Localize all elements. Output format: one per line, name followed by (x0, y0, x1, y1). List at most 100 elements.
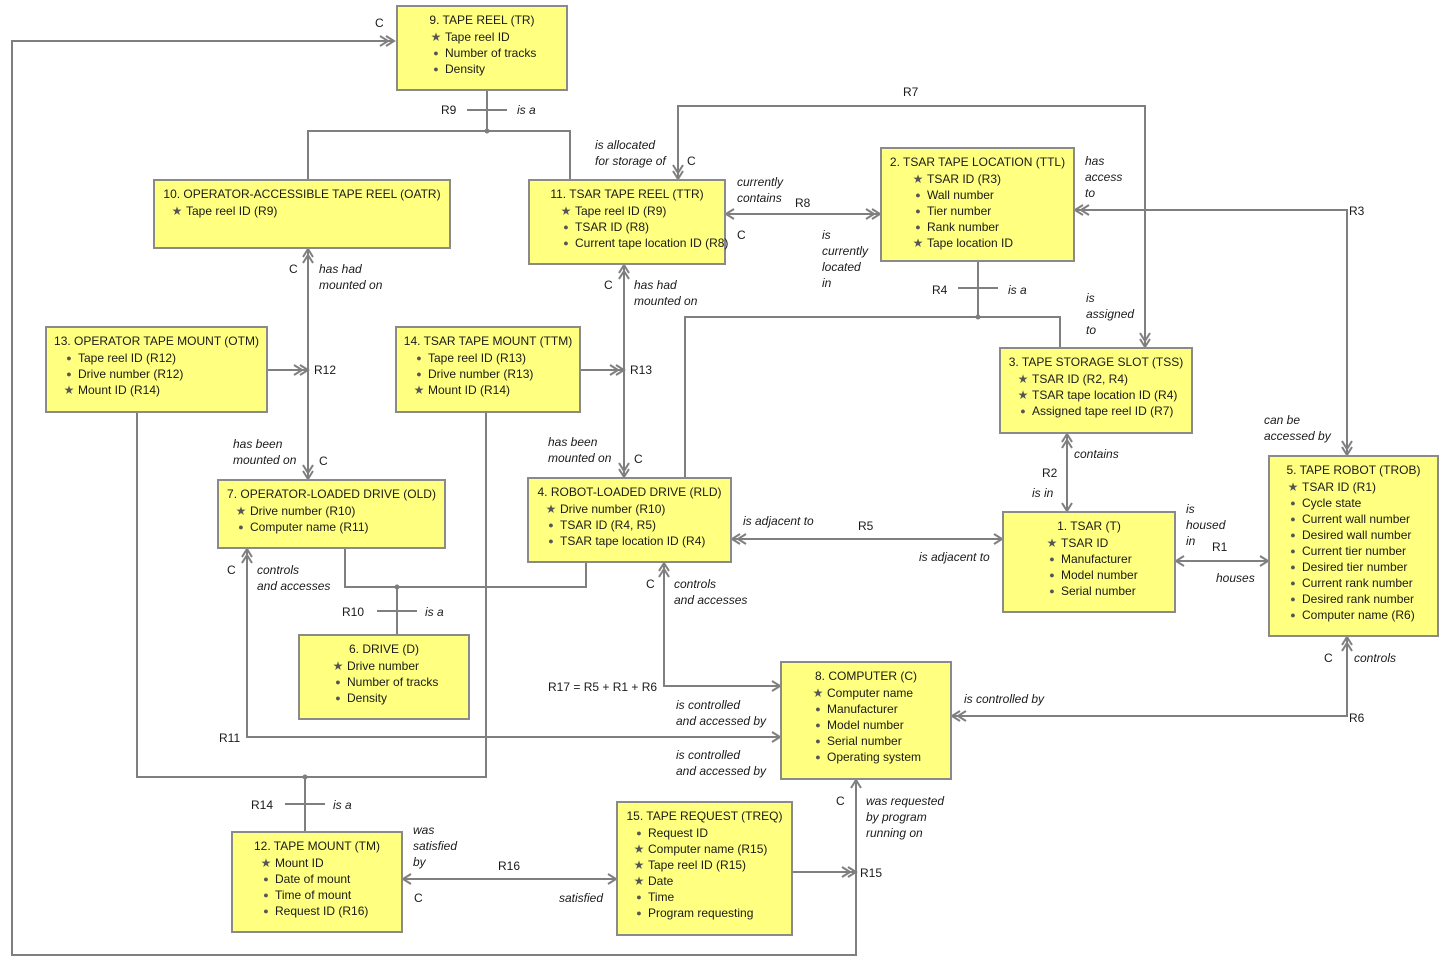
attribute-text: Current tier number (1302, 544, 1407, 558)
relationship-label: has been mounted on (233, 437, 297, 467)
attribute-text: Current tape location ID (R8) (575, 236, 729, 250)
bullet-icon: ● (915, 190, 921, 200)
attribute: ●Request ID (R16) (260, 903, 368, 919)
attribute-text: Tape reel ID (R15) (648, 858, 747, 872)
identifier-star-icon: ★ (545, 502, 557, 516)
identifier-star-icon: ★ (260, 856, 272, 870)
arrowhead-icon (730, 533, 741, 545)
entity-9[interactable]: 9. TAPE REEL (TR)★Tape reel ID●Number of… (396, 5, 568, 91)
relationship-label: is a (517, 103, 536, 117)
attribute-text: Drive number (R10) (560, 502, 666, 516)
relationship-label: C (646, 577, 655, 591)
attribute-text: Serial number (1061, 584, 1136, 598)
arrowhead-icon (299, 364, 310, 376)
attribute-list: ★Mount ID●Date of mount●Time of mount●Re… (260, 855, 369, 919)
arrowhead-icon (615, 364, 626, 376)
entity-14[interactable]: 14. TSAR TAPE MOUNT (TTM)●Tape reel ID (… (395, 326, 581, 413)
arrowhead-icon (609, 364, 620, 376)
bullet-icon: ● (815, 736, 821, 746)
relationship-label: R3 (1349, 204, 1365, 218)
entity-11[interactable]: 11. TSAR TAPE REEL (TTR)★Tape reel ID (R… (528, 179, 729, 265)
bullet-icon: ● (915, 206, 921, 216)
entity-3[interactable]: 3. TAPE STORAGE SLOT (TSS)★TSAR ID (R2, … (999, 347, 1193, 434)
relationship-label: R9 (441, 103, 457, 117)
identifier-star-icon: ★ (560, 204, 572, 218)
attribute: ★Tape reel ID (R9) (560, 203, 728, 219)
attribute-text: Tape reel ID (R9) (186, 204, 278, 218)
attribute: ★Computer name (812, 685, 921, 701)
attribute: ★Computer name (R15) (633, 841, 768, 857)
relationship-label: R10 (342, 605, 365, 619)
relationship-label: R1 (1212, 540, 1228, 554)
relationship-label: C (836, 794, 845, 808)
arrowhead-icon (618, 269, 630, 280)
arrowhead-icon (241, 553, 253, 564)
attribute-text: Tape reel ID (R12) (78, 351, 177, 365)
attribute: ●Program requesting (633, 905, 767, 921)
arrowhead-icon (956, 710, 967, 722)
relationship-label: R16 (498, 859, 521, 873)
relationship-label: is adjacent to (919, 550, 990, 564)
bullet-icon: ● (1049, 570, 1055, 580)
entity-4[interactable]: 4. ROBOT-LOADED DRIVE (RLD)★Drive number… (527, 477, 732, 563)
arrowhead-icon (1341, 641, 1353, 652)
entity-7[interactable]: 7. OPERATOR-LOADED DRIVE (OLD)★Drive num… (217, 479, 446, 549)
entity-10[interactable]: 10. OPERATOR-ACCESSIBLE TAPE REEL (OATR)… (153, 179, 451, 249)
entity-13[interactable]: 13. OPERATOR TAPE MOUNT (OTM)●Tape reel … (45, 326, 268, 413)
arrowhead-icon (950, 710, 961, 722)
entity-15[interactable]: 15. TAPE REQUEST (TREQ)●Request ID★Compu… (616, 801, 793, 936)
attribute-text: Model number (1061, 568, 1138, 582)
entity-title: 6. DRIVE (D) (348, 642, 419, 656)
attribute: ●Time (633, 889, 767, 905)
relationship-label: controls and accesses (257, 563, 331, 593)
attribute: ●Manufacturer (812, 701, 921, 717)
junction-dot (484, 128, 490, 134)
arrowhead-icon (618, 263, 630, 274)
arrowhead-icon (658, 567, 670, 578)
arrowhead-icon (618, 462, 630, 473)
bullet-icon: ● (1290, 530, 1296, 540)
bullet-icon: ● (1290, 610, 1296, 620)
bullet-icon: ● (1020, 406, 1026, 416)
bullet-icon: ● (563, 222, 569, 232)
entity-12[interactable]: 12. TAPE MOUNT (TM)★Mount ID●Date of mou… (231, 831, 403, 933)
entity-2[interactable]: 2. TSAR TAPE LOCATION (TTL)★TSAR ID (R3)… (880, 147, 1075, 262)
attribute-text: Computer name (R6) (1302, 608, 1415, 622)
identifier-star-icon: ★ (430, 30, 442, 44)
attribute-text: Time of mount (275, 888, 352, 902)
identifier-star-icon: ★ (633, 874, 645, 888)
relationship-label: R2 (1042, 466, 1058, 480)
arrowhead-icon (1061, 432, 1073, 443)
attribute-text: Drive number (347, 659, 420, 673)
attribute: ★Drive number (R10) (545, 501, 705, 517)
relationship-label: C (375, 16, 384, 30)
junction-dot (302, 774, 308, 780)
attribute: ●Current tape location ID (R8) (560, 235, 728, 251)
bullet-icon: ● (815, 752, 821, 762)
entity-6[interactable]: 6. DRIVE (D)★Drive number●Number of trac… (298, 634, 470, 720)
attribute: ● Serial number (812, 733, 921, 749)
relationship-label: is controlled by (964, 692, 1045, 706)
arrowhead-icon (1061, 438, 1073, 449)
bullet-icon: ● (1290, 514, 1296, 524)
arrowhead-icon (302, 253, 314, 264)
relationship-label: R13 (630, 363, 653, 377)
identifier-star-icon: ★ (912, 236, 924, 250)
relationship-label: C (319, 454, 328, 468)
attribute: ●Rank number (912, 219, 1013, 235)
attribute-text: Desired rank number (1302, 592, 1415, 606)
entity-5[interactable]: 5. TAPE ROBOT (TROB)★TSAR ID (R1)●Cycle … (1268, 455, 1439, 637)
entity-1[interactable]: 1. TSAR (T)★TSAR ID●Manufacturer●Model n… (1002, 511, 1176, 613)
relationship-label: is in (1032, 486, 1054, 500)
attribute-text: Serial number (827, 734, 902, 748)
attribute-list: ★Tape reel ID (R9)●TSAR ID (R8)●Current … (560, 203, 729, 251)
attribute: ●TSAR ID (R4, R5) (545, 517, 705, 533)
relationship-label: C (687, 154, 696, 168)
attribute-text: Computer name (827, 686, 914, 700)
entity-8[interactable]: 8. COMPUTER (C)★Computer name●Manufactur… (780, 661, 952, 780)
attribute: ● Computer name (R6) (1287, 607, 1415, 623)
attribute-text: Mount ID (R14) (78, 383, 161, 397)
identifier-star-icon: ★ (235, 504, 247, 518)
bullet-icon: ● (636, 892, 642, 902)
attribute: ●Desired wall number (1287, 527, 1415, 543)
